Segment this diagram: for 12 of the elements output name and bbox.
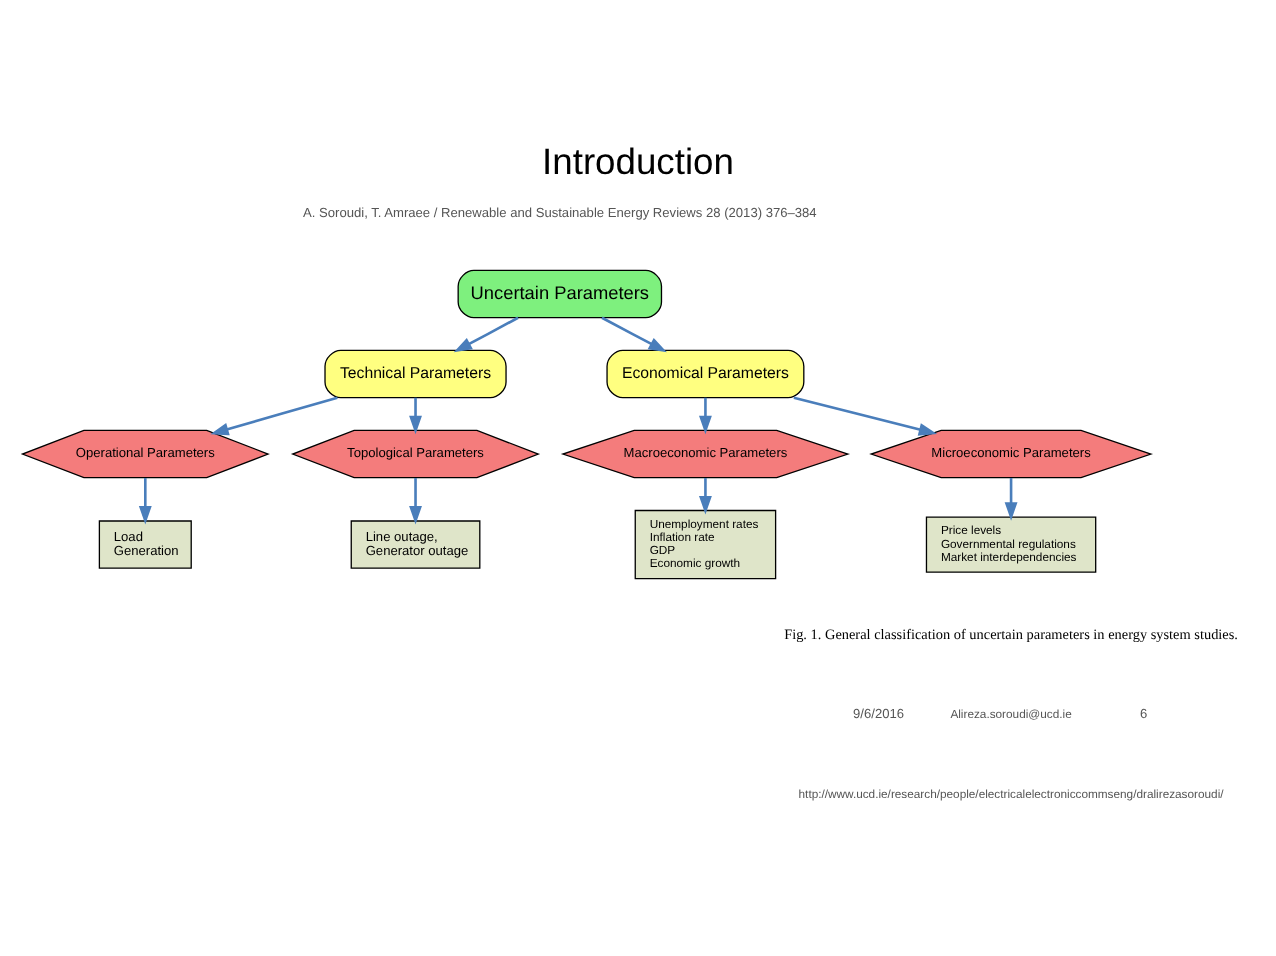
arrow: [138, 477, 152, 524]
arrow: [793, 395, 938, 435]
arrow: [699, 477, 712, 514]
arrow: [409, 477, 422, 524]
arrow: [453, 315, 519, 352]
arrow: [409, 396, 422, 434]
arrow: [210, 395, 338, 435]
diagram-title: Introduction: [542, 138, 734, 181]
arrow: [699, 396, 712, 434]
arrow: [601, 315, 667, 352]
node-box: Uncertain Parameters: [457, 268, 663, 318]
arrow: [1004, 477, 1018, 520]
